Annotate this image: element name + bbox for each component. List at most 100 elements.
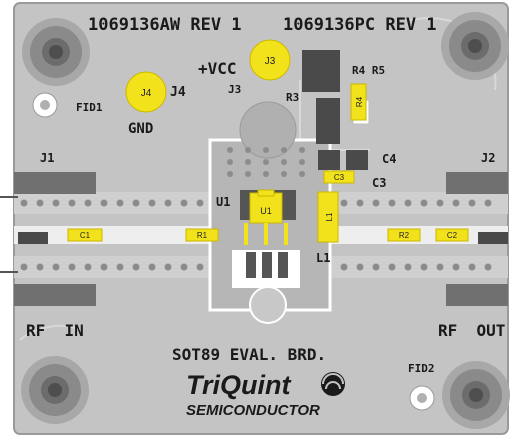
via (299, 147, 305, 153)
bias-block-lower (316, 98, 340, 144)
triquint-swirl-icon (321, 372, 345, 396)
via (340, 263, 348, 271)
via-grid-center (227, 147, 305, 177)
j2-pad-bottom (446, 284, 508, 306)
via (372, 263, 380, 271)
j3-label: J3 (228, 83, 241, 96)
via (52, 199, 60, 207)
u1-label: U1 (216, 195, 230, 209)
via (388, 263, 396, 271)
u1-chip-text: U1 (260, 206, 272, 216)
via (180, 263, 188, 271)
via (452, 199, 460, 207)
triquint-logo: TriQuint SEMICONDUCTOR (186, 370, 345, 419)
via (227, 171, 233, 177)
fiducial-2 (409, 385, 435, 411)
j1-label: J1 (40, 151, 54, 165)
mounting-via-center (249, 286, 287, 324)
r1-chip-text: R1 (197, 231, 208, 240)
via (356, 263, 364, 271)
c4-pad-right (346, 150, 368, 170)
l1-chip-text: L1 (325, 212, 334, 221)
via (436, 199, 444, 207)
via (100, 199, 108, 207)
r3-label: R3 (286, 91, 299, 104)
mounting-hole-bottom-right (442, 361, 510, 429)
mounting-hole-top-left (22, 18, 90, 86)
connector-j3: J3 (249, 39, 291, 81)
via (281, 159, 287, 165)
j4-chip-text: J4 (141, 88, 152, 99)
board-title-label: SOT89 EVAL. BRD. (172, 345, 326, 364)
header-left-label: 1069136AW REV 1 (88, 15, 242, 35)
c2-chip-text: C2 (447, 231, 458, 240)
via (484, 199, 492, 207)
via (263, 159, 269, 165)
c3-label: C3 (372, 176, 386, 190)
j4-label: J4 (170, 85, 186, 100)
u1-pin-3 (278, 252, 288, 278)
via (420, 263, 428, 271)
via (372, 199, 380, 207)
heatsink-pad (239, 101, 297, 159)
via (388, 199, 396, 207)
edge-connector-left (18, 232, 48, 244)
via (20, 199, 28, 207)
via (20, 263, 28, 271)
j1-pad-top (14, 172, 96, 194)
via (84, 263, 92, 271)
via (100, 263, 108, 271)
j1-pad-bottom (14, 284, 96, 306)
resistor-r4: R4 (350, 83, 367, 121)
via (196, 199, 204, 207)
l1-label: L1 (316, 251, 330, 265)
via (164, 199, 172, 207)
via (68, 263, 76, 271)
mounting-hole-bottom-left (21, 356, 89, 424)
c3-chip-text: C3 (334, 173, 345, 182)
via (148, 199, 156, 207)
via (227, 159, 233, 165)
via (484, 263, 492, 271)
via (148, 263, 156, 271)
j2-label: J2 (481, 151, 495, 165)
via (436, 263, 444, 271)
via (404, 263, 412, 271)
via-row-bottom (20, 263, 492, 271)
capacitor-c1: C1 (67, 228, 103, 242)
via (52, 263, 60, 271)
via (245, 147, 251, 153)
c1-chip-text: C1 (80, 231, 91, 240)
c4-pad-left (318, 150, 340, 170)
via (404, 199, 412, 207)
amplifier-u1: U1 (244, 189, 288, 245)
via (281, 171, 287, 177)
fid2-label: FID2 (408, 362, 435, 375)
via (452, 263, 460, 271)
edge-connector-right (478, 232, 508, 244)
via (132, 199, 140, 207)
board-outline-curve-bottom (19, 324, 81, 341)
via (180, 199, 188, 207)
capacitor-c3: C3 (323, 170, 355, 184)
j2-pad-top (446, 172, 508, 194)
via (36, 199, 44, 207)
fiducial-1 (32, 92, 58, 118)
bias-block-upper (302, 50, 340, 92)
resistor-r2: R2 (387, 228, 421, 242)
via (468, 263, 476, 271)
fid1-label: FID1 (76, 101, 103, 114)
via (164, 263, 172, 271)
connector-j4: J4 (125, 71, 167, 113)
mounting-hole-top-right (441, 12, 509, 80)
rf-in-label: RF IN (26, 321, 84, 340)
via (340, 199, 348, 207)
via (468, 199, 476, 207)
brand-subtitle: SEMICONDUCTOR (186, 402, 320, 419)
via (227, 147, 233, 153)
rf-out-label: RF OUT (438, 321, 505, 340)
via (68, 199, 76, 207)
via (245, 159, 251, 165)
inductor-l1: L1 (317, 191, 339, 243)
